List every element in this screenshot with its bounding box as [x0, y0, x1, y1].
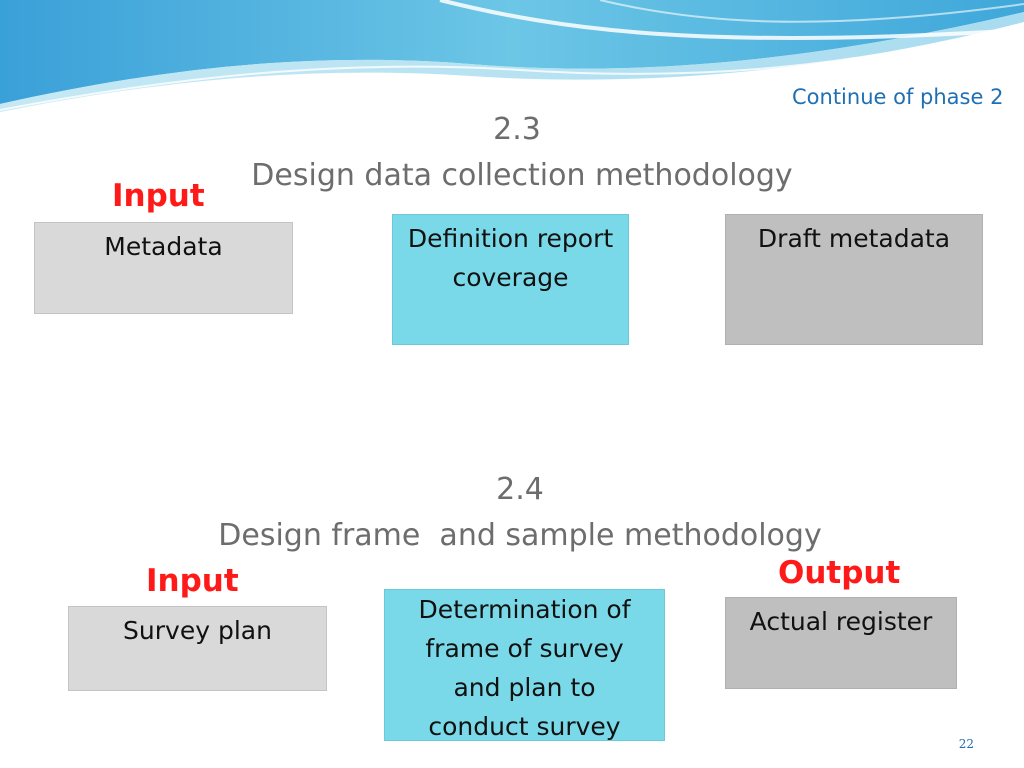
step-2-4-process-line: conduct survey	[428, 712, 621, 741]
step-2-4-input-label: Input	[146, 563, 239, 599]
step-2-3-title: Design data collection methodology	[251, 158, 793, 193]
step-2-4-process-box: Determination of frame of survey and pla…	[384, 589, 665, 741]
step-2-4-output-text: Actual register	[749, 607, 933, 636]
step-2-3-number: 2.3	[493, 112, 541, 147]
header-wave-decoration	[0, 0, 1024, 112]
step-2-4-input-box: Survey plan	[68, 606, 327, 691]
step-2-4-title: Design frame and sample methodology	[218, 518, 822, 553]
step-2-4-input-text: Survey plan	[123, 616, 272, 645]
step-2-4-process-line: Determination of	[418, 595, 631, 624]
step-2-3-input-text: Metadata	[104, 232, 223, 261]
step-2-3-process-line: coverage	[452, 263, 569, 292]
step-2-3-process-box: Definition report coverage	[392, 214, 629, 345]
step-2-4-process-line: and plan to	[453, 673, 596, 702]
step-2-4-number: 2.4	[496, 472, 544, 507]
step-2-4-output-box: Actual register	[725, 597, 957, 689]
page-number: 22	[958, 737, 974, 751]
step-2-3-input-label: Input	[112, 178, 205, 214]
phase-note: Continue of phase 2	[792, 85, 1004, 109]
step-2-3-output-box: Draft metadata	[725, 214, 983, 345]
step-2-3-input-box: Metadata	[34, 222, 293, 314]
step-2-3-output-text: Draft metadata	[757, 224, 951, 253]
step-2-4-output-label: Output	[778, 555, 901, 591]
step-2-4-process-line: frame of survey	[425, 634, 624, 663]
step-2-3-process-line: Definition report	[407, 224, 614, 253]
